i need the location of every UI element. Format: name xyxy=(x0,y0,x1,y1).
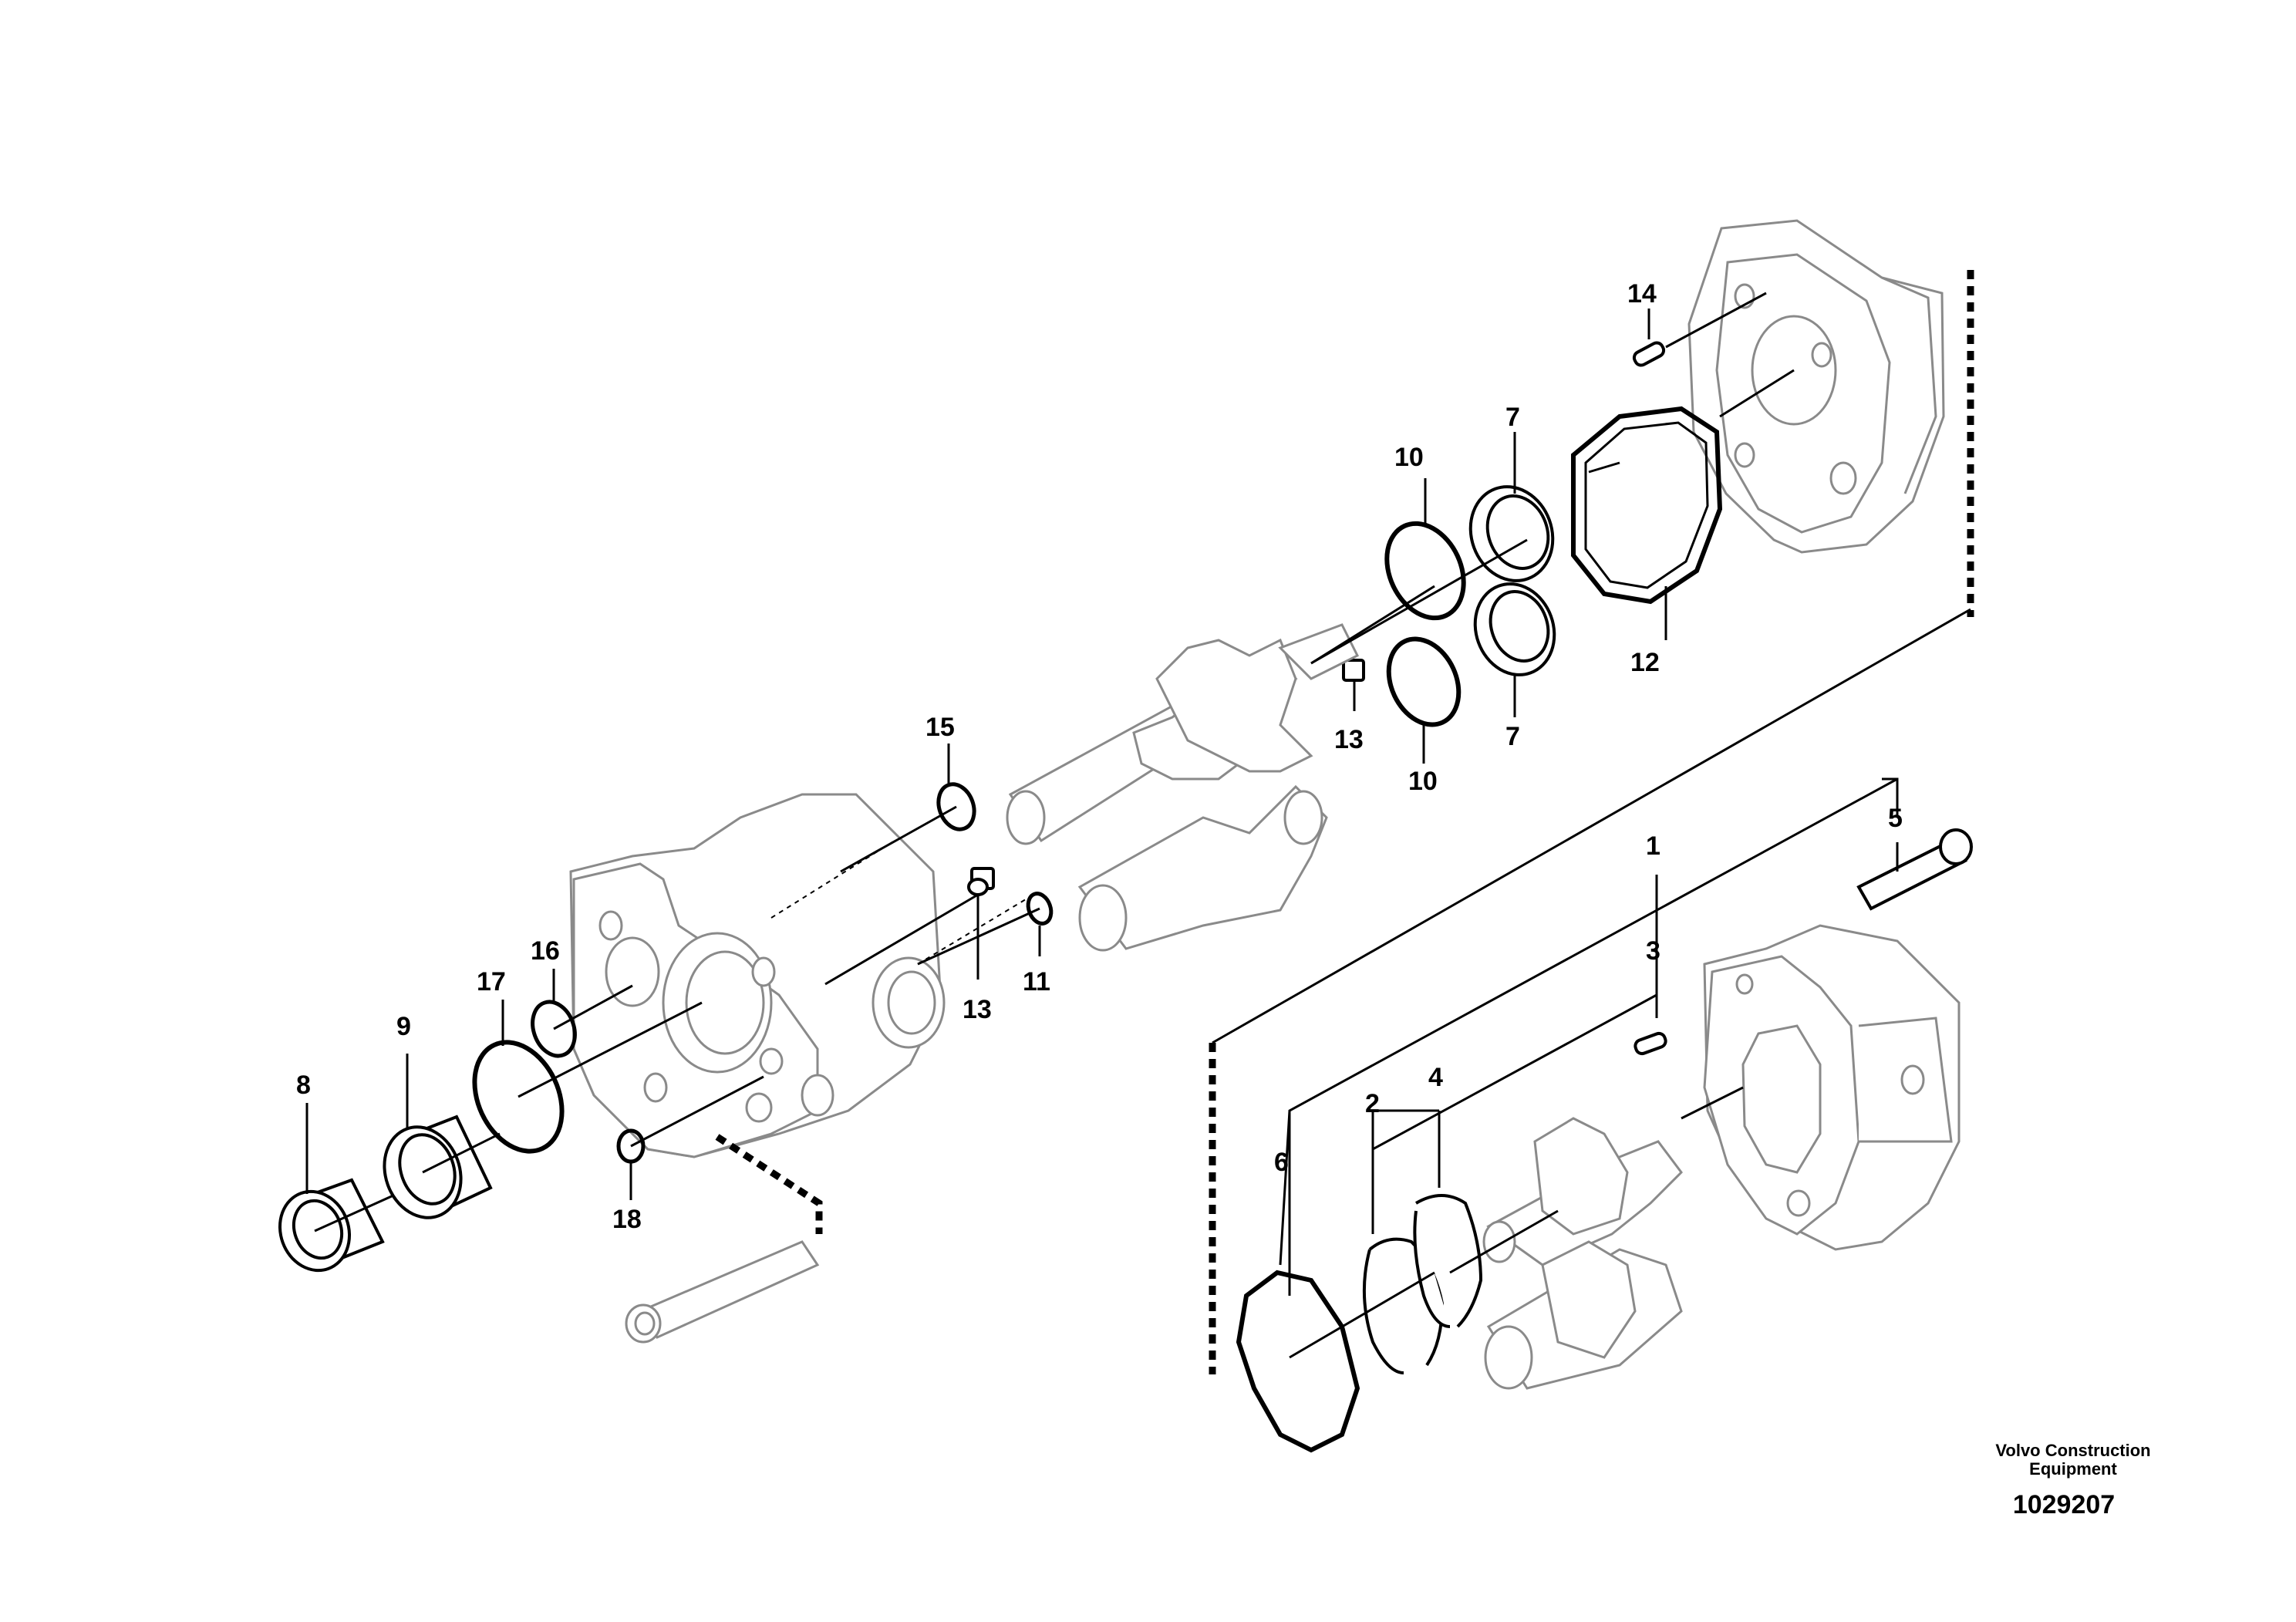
callout-8: 8 xyxy=(296,1071,311,1100)
callout-11: 11 xyxy=(1023,967,1050,996)
drawing-footer: Volvo Construction Equipment 1029207 xyxy=(1995,1441,2150,1519)
callout-7-top: 7 xyxy=(1505,403,1520,432)
bearing-7-upper xyxy=(1468,485,1555,582)
driven-gear xyxy=(1077,784,1328,952)
o-ring-16 xyxy=(531,1000,577,1058)
callout-10-top: 10 xyxy=(1394,443,1424,472)
callout-15: 15 xyxy=(925,713,955,742)
callout-1: 1 xyxy=(1646,831,1660,861)
seal-6 xyxy=(1236,1270,1360,1453)
gasket-12 xyxy=(1571,406,1723,605)
callout-18: 18 xyxy=(612,1205,642,1234)
leader-lines xyxy=(305,292,1971,1359)
cap-screw-left xyxy=(625,1240,820,1344)
callout-6: 6 xyxy=(1274,1148,1289,1177)
plug-13-upper xyxy=(1342,659,1365,682)
maker-name-line2: Equipment xyxy=(2029,1459,2117,1479)
maker-name-line1: Volvo Construction xyxy=(1995,1441,2150,1460)
callout-7-bottom: 7 xyxy=(1505,722,1520,751)
lower-drive-gear xyxy=(1482,1117,1683,1266)
o-ring-15 xyxy=(936,782,976,831)
callout-17: 17 xyxy=(477,967,506,996)
callout-10-bottom: 10 xyxy=(1408,767,1438,796)
backup-ring-4 xyxy=(1413,1194,1483,1328)
bearing-7-lower xyxy=(1473,582,1556,676)
callout-4: 4 xyxy=(1428,1063,1443,1092)
callout-labels: 14 7 10 12 7 10 13 15 13 11 16 17 9 8 18… xyxy=(296,279,1903,1234)
callout-13-top: 13 xyxy=(1334,725,1364,754)
callout-9: 9 xyxy=(396,1012,411,1041)
lower-driven-gear xyxy=(1484,1240,1683,1390)
callout-14: 14 xyxy=(1627,279,1657,309)
front-pump-housing xyxy=(569,793,1034,1158)
callout-12: 12 xyxy=(1630,648,1660,677)
bushing-8 xyxy=(278,1178,385,1273)
dowel-pin-3 xyxy=(1633,1031,1667,1056)
assembly-dashed-lines xyxy=(715,270,1974,1374)
rear-housing-lower xyxy=(1703,924,1961,1251)
callout-13-bottom: 13 xyxy=(963,995,992,1024)
o-ring-10-upper xyxy=(1384,521,1466,621)
o-ring-17 xyxy=(472,1040,565,1154)
rear-cover-housing xyxy=(1687,219,1945,554)
plug-13-lower xyxy=(967,867,995,896)
figure-number: 1029207 xyxy=(2013,1490,2115,1519)
drive-gear-shaft xyxy=(1006,623,1360,845)
callout-5: 5 xyxy=(1888,804,1903,833)
callout-16: 16 xyxy=(531,936,560,966)
bushing-9 xyxy=(383,1114,493,1219)
o-ring-10-lower xyxy=(1386,636,1462,727)
callout-3: 3 xyxy=(1646,936,1660,966)
dowel-pin-14 xyxy=(1632,341,1666,367)
callout-2: 2 xyxy=(1365,1089,1380,1118)
cap-screw-5 xyxy=(1856,828,1973,911)
